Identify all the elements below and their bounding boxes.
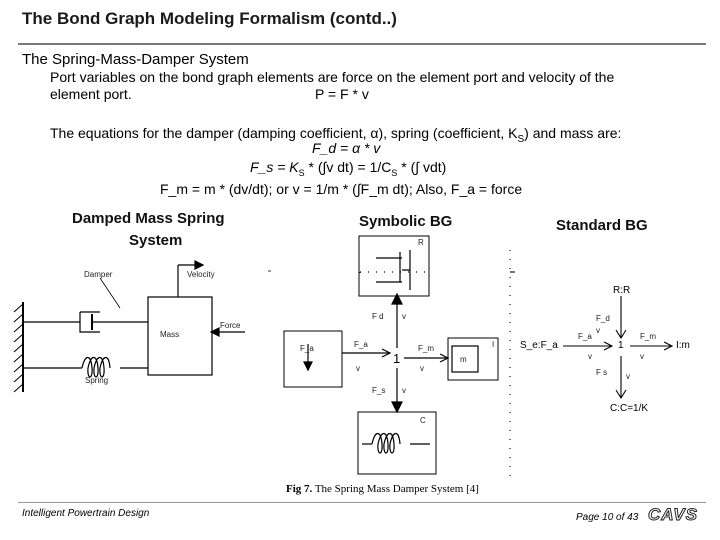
footer-course-title: Intelligent Powertrain Design [22,508,150,519]
std-label-CC: C:C=1/K [610,403,649,414]
label-velocity: Velocity [187,270,215,279]
spring-eq-c: * (∫ vdt) [397,159,447,175]
sym-label-R: R [418,238,424,247]
power-equation: P = F * v [315,86,369,102]
symbolic-bg-diagram [283,235,499,475]
std-label-Fa: F_a [578,332,592,341]
std-label-v-left: v [588,352,592,361]
mass-block [147,296,213,376]
equations-intro-a: The equations for the damper (damping co… [50,125,518,141]
velocity-arrow-icon [177,260,205,297]
wall-icon [13,302,24,393]
heading-symbolic-bg: Symbolic BG [359,213,453,230]
standard-bg-diagram [509,250,674,480]
sym-label-v-right: v [420,364,424,373]
std-label-v-right: v [640,352,644,361]
sym-label-Fd: F d [372,312,384,321]
slide-title: The Bond Graph Modeling Formalism (contd… [22,9,397,28]
damper-equation: F_d = α * v [312,140,381,156]
sym-label-Fa-box: F_a [300,344,314,353]
std-label-v-bottom: v [626,372,630,381]
std-label-one: 1 [618,340,624,351]
spring-icon [23,356,148,378]
std-label-Fs: F s [596,368,608,377]
sym-label-Fs: F_s [372,386,386,395]
port-variables-paragraph: Port variables on the bond graph element… [50,69,614,103]
heading-system: System [129,232,183,249]
sym-label-one: 1 [393,351,401,366]
std-label-Fm: F_m [640,332,656,341]
equations-intro-sub: S [517,133,525,145]
equations-intro: The equations for the damper (damping co… [50,124,621,149]
sym-label-v-bottom: v [402,386,406,395]
sym-label-Fa-bond: F_a [354,340,368,349]
sym-label-I: I [492,340,495,349]
sym-label-C: C [420,416,426,425]
spring-eq-sub1: S [298,167,305,178]
figure-caption: Fig 7. The Spring Mass Damper System [4] [286,483,479,495]
label-mass: Mass [160,330,180,339]
caption-fig-number: Fig 7. [286,483,313,495]
std-label-RR: R:R [613,285,631,296]
title-divider [18,43,706,45]
mass-equation: F_m = m * (dv/dt); or v = 1/m * (∫F_m dt… [160,181,523,197]
heading-damped-mass-spring: Damped Mass Spring [72,210,225,227]
para1-line1: Port variables on the bond graph element… [50,69,615,85]
force-arrow-icon [209,327,245,337]
para1-line2-text: element port. [50,86,132,102]
page-number: Page 10 of 43 [576,512,639,523]
std-label-Im: I:m [676,340,690,351]
spring-eq-sub2: S [391,167,398,178]
caption-text: The Spring Mass Damper System [4] [312,483,479,495]
footer-divider [18,502,706,503]
sym-label-m: m [460,355,467,364]
sym-label-v-top: v [402,312,406,321]
std-label-v-top: v [596,326,600,335]
equations-intro-b: ) and mass are: [524,125,622,141]
damper-leader [99,277,121,309]
label-damper: Damper [84,270,113,279]
std-label-Se: S_e:F_a [520,340,558,351]
label-spring: Spring [85,376,109,385]
label-force: Force [220,321,241,330]
spring-eq-a: F_s = K [250,159,299,175]
spring-equation: F_s = KS * (∫v dt) = 1/CS * (∫ vdt) [250,159,446,178]
heading-standard-bg: Standard BG [556,217,648,234]
sym-label-Fm: F_m [418,344,434,353]
sym-label-v-left: v [356,364,360,373]
slide-subtitle: The Spring-Mass-Damper System [22,51,249,68]
damper-icon [23,311,148,333]
cavs-logo: CAVS [648,505,698,525]
std-label-Fd: F_d [596,314,610,323]
para1-line2: element port. P = F * v [50,86,614,103]
spring-eq-b: * (∫v dt) = 1/C [304,159,392,175]
